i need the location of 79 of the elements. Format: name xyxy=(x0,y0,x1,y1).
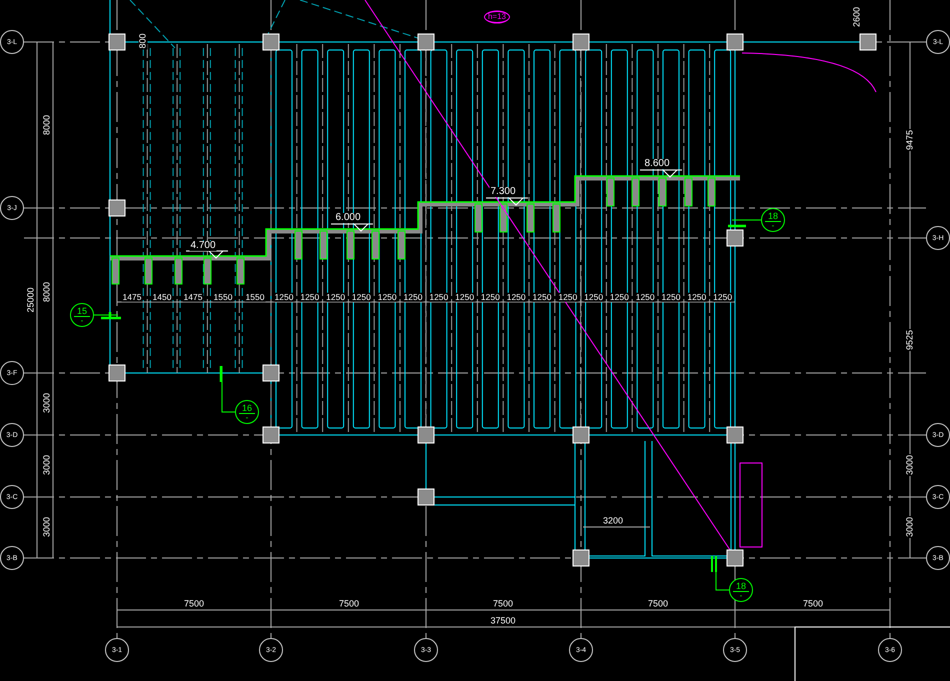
sheet-number: - xyxy=(246,414,248,422)
dimension-text: 800 xyxy=(138,32,148,50)
section-number: 15 xyxy=(74,306,90,316)
axis-bubble xyxy=(0,485,24,509)
axis-bubble xyxy=(926,485,950,509)
dimension-text: 1250 xyxy=(325,292,346,302)
dimension-text: 7500 xyxy=(646,600,670,608)
leader-line xyxy=(716,560,730,590)
sheet-number: - xyxy=(740,592,742,600)
dimension-text: 1250 xyxy=(712,292,734,302)
axis-bubble xyxy=(0,361,24,385)
axis-bubble xyxy=(0,423,24,447)
elevation-text: 8.600 xyxy=(643,159,671,169)
dimension-text: 9525 xyxy=(906,328,914,352)
section-callout xyxy=(761,208,785,232)
dimension-text: 7500 xyxy=(492,600,514,608)
section-callout xyxy=(235,400,259,424)
sheet-number: - xyxy=(772,222,774,230)
dimension-text: 1250 xyxy=(428,292,450,302)
section-number: 18 xyxy=(732,580,749,592)
dimension-text: 1250 xyxy=(274,292,294,302)
dimension-text: 1475 xyxy=(122,292,142,302)
axis-bubble xyxy=(926,546,950,570)
axis-bubble xyxy=(259,638,283,662)
dimension-text: 1550 xyxy=(244,292,266,302)
axis-bubble xyxy=(569,638,593,662)
axis-bubble xyxy=(926,30,950,54)
sheet-number: - xyxy=(80,316,84,324)
dimension-text: 3000 xyxy=(906,516,914,538)
dimension-text: 1250 xyxy=(660,292,682,302)
axis-bubble xyxy=(0,30,24,54)
dimension-text: 1550 xyxy=(212,292,234,302)
axis-bubble xyxy=(878,638,902,662)
dimension-text: 1250 xyxy=(583,292,604,302)
level-note: h=13 xyxy=(484,11,510,23)
dimension-text: 3000 xyxy=(906,454,914,476)
dimension-text: 1475 xyxy=(182,292,204,302)
dimension-text: 25000 xyxy=(26,286,36,314)
dimension-text: 3000 xyxy=(42,392,52,414)
axis-bubble xyxy=(926,423,950,447)
dimension-text: 7500 xyxy=(182,600,206,608)
section-callout xyxy=(729,578,753,602)
dimension-text: 3000 xyxy=(42,454,52,476)
axis-bubble xyxy=(926,226,950,250)
dimension-text: 2600 xyxy=(852,6,862,28)
section-number: 18 xyxy=(764,210,781,222)
dimension-text: 1250 xyxy=(686,292,708,302)
axis-bubble xyxy=(0,196,24,220)
elevation-text: 6.000 xyxy=(334,213,362,223)
axis-bubble xyxy=(414,638,438,662)
dimension-text: 1250 xyxy=(634,292,656,302)
elevation-text: 7.300 xyxy=(489,187,517,197)
dimension-text: 8000 xyxy=(42,114,52,136)
dimension-text: 8000 xyxy=(42,280,52,304)
leader-line xyxy=(94,314,118,316)
dimension-text: 1250 xyxy=(454,292,476,302)
dimension-text: 1250 xyxy=(608,292,630,302)
dimension-text: 1250 xyxy=(480,292,501,302)
leader-line xyxy=(222,366,236,412)
dimension-text: 7500 xyxy=(338,600,360,608)
dimension-text: 1250 xyxy=(350,292,372,302)
dimension-text: 1250 xyxy=(376,292,398,302)
dimension-text: 1250 xyxy=(299,292,320,302)
dimension-text: 1250 xyxy=(557,292,578,302)
dimension-text: 1250 xyxy=(506,292,527,302)
dimension-text: 3000 xyxy=(42,516,52,538)
dimension-text: 3200 xyxy=(602,516,624,526)
dimension-text: 7500 xyxy=(802,600,824,608)
dimension-text: 1250 xyxy=(532,292,552,302)
section-number: 16 xyxy=(238,402,255,414)
axis-bubble xyxy=(723,638,747,662)
elevation-text: 4.700 xyxy=(189,241,217,251)
section-callout xyxy=(70,303,94,327)
axis-bubble xyxy=(105,638,129,662)
dimension-text: 9475 xyxy=(906,128,914,152)
dimension-text: 1250 xyxy=(402,292,424,302)
dimension-text: 1450 xyxy=(152,292,172,302)
dimension-text: 37500 xyxy=(489,616,517,626)
axis-bubble xyxy=(0,546,24,570)
